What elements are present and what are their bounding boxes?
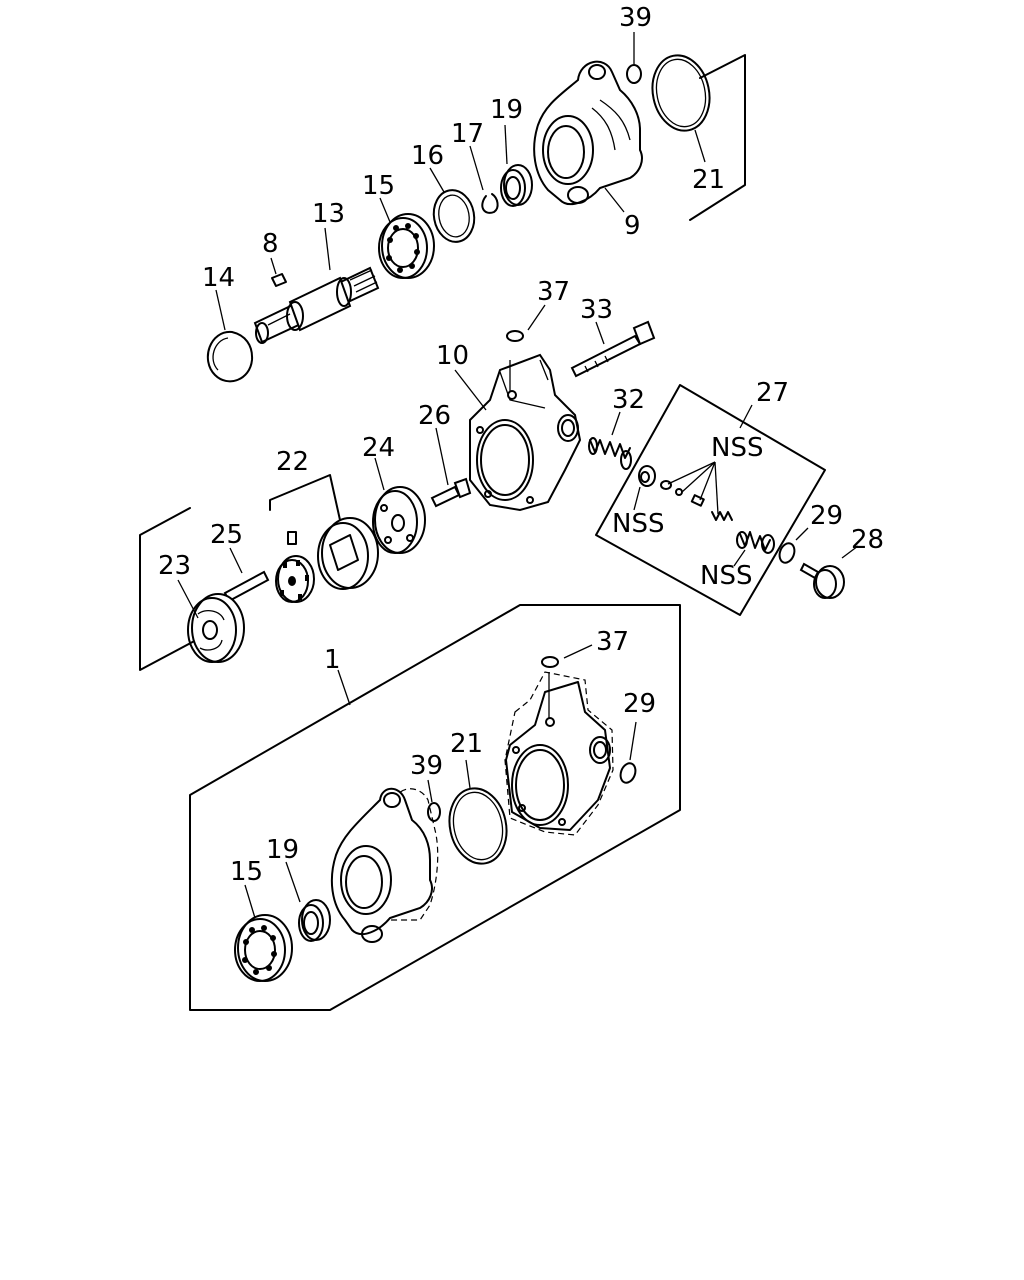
- label-19-bottom: 19: [266, 835, 299, 865]
- label-21-bottom: 21: [450, 729, 483, 759]
- part-26-bolt: [430, 477, 472, 508]
- part-10-pump-body-lower: [504, 671, 614, 836]
- part-25-pin: [223, 570, 270, 603]
- label-22: 22: [276, 447, 309, 477]
- part-23-side-plate: [187, 593, 245, 663]
- part-17-snap-ring: [481, 193, 499, 214]
- label-10: 10: [436, 341, 469, 371]
- label-26: 26: [418, 401, 451, 431]
- part-32-spring: [588, 437, 632, 470]
- part-9-front-housing: [533, 60, 643, 206]
- nss-washer: [660, 480, 672, 490]
- label-nss-left: NSS: [612, 509, 664, 539]
- part-22-cam-ring: [317, 517, 379, 590]
- part-22-vane: [287, 531, 297, 545]
- label-19-top: 19: [490, 95, 523, 125]
- nss-plunger: [690, 494, 705, 507]
- part-15-bearing: [378, 213, 435, 279]
- group-bracket-21: [689, 54, 746, 221]
- group-box-27: [595, 384, 826, 616]
- part-24-pressure-plate: [372, 486, 426, 554]
- part-16-washer: [432, 189, 476, 243]
- label-37-mid: 37: [537, 277, 570, 307]
- label-23: 23: [158, 551, 191, 581]
- label-15-top: 15: [362, 171, 395, 201]
- part-39-o-ring-lower: [427, 802, 441, 822]
- part-13-drive-shaft: [253, 266, 380, 344]
- nss-small-spring: [711, 511, 733, 521]
- label-1: 1: [324, 645, 341, 675]
- part-19-oil-seal-lower: [298, 899, 331, 942]
- label-25: 25: [210, 520, 243, 550]
- nss-spool-valve: [736, 531, 775, 554]
- label-nss-top: NSS: [711, 433, 763, 463]
- label-33: 33: [580, 295, 613, 325]
- part-37-o-ring: [506, 330, 524, 342]
- label-37-bottom: 37: [596, 627, 629, 657]
- label-21-top: 21: [692, 165, 725, 195]
- part-8-key: [271, 273, 287, 287]
- part-29-o-ring: [778, 542, 796, 564]
- part-14-snap-ring: [206, 330, 254, 383]
- label-15-bottom: 15: [230, 857, 263, 887]
- part-9-front-housing-lower: [330, 787, 439, 943]
- part-22-rotor: [275, 555, 315, 603]
- part-33-bolt: [570, 320, 656, 378]
- label-39-bottom: 39: [410, 751, 443, 781]
- label-24: 24: [362, 433, 395, 463]
- label-28: 28: [851, 525, 884, 555]
- part-21-o-ring: [651, 54, 711, 132]
- nss-connector: [638, 465, 656, 487]
- label-29-bottom: 29: [623, 689, 656, 719]
- label-27: 27: [756, 378, 789, 408]
- part-19-oil-seal: [500, 164, 533, 207]
- part-10-pump-body: [469, 353, 582, 512]
- group-bracket-23: [139, 507, 231, 671]
- part-39-o-ring: [626, 64, 642, 84]
- group-bracket-22: [269, 474, 341, 521]
- group-box-1: [189, 604, 681, 1011]
- part-37-o-ring-lower: [541, 656, 559, 668]
- part-29-o-ring-lower: [619, 762, 637, 784]
- label-9: 9: [624, 211, 641, 241]
- label-13: 13: [312, 199, 345, 229]
- part-15-bearing-lower: [234, 914, 293, 982]
- label-17: 17: [451, 119, 484, 149]
- nss-ball: [675, 488, 683, 496]
- label-39-top: 39: [619, 3, 652, 33]
- part-28-plug: [799, 562, 845, 599]
- label-16: 16: [411, 141, 444, 171]
- label-29-mid: 29: [810, 501, 843, 531]
- label-nss-bottom: NSS: [700, 561, 752, 591]
- label-14: 14: [202, 263, 235, 293]
- part-21-o-ring-lower: [448, 787, 508, 865]
- label-32: 32: [612, 385, 645, 415]
- label-8: 8: [262, 229, 279, 259]
